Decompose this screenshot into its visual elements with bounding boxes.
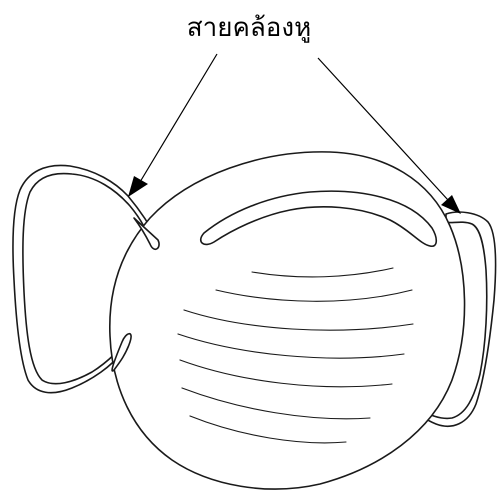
arrow-left-icon bbox=[128, 176, 148, 197]
leader-left bbox=[128, 54, 217, 197]
arrow-right-icon bbox=[441, 195, 461, 214]
